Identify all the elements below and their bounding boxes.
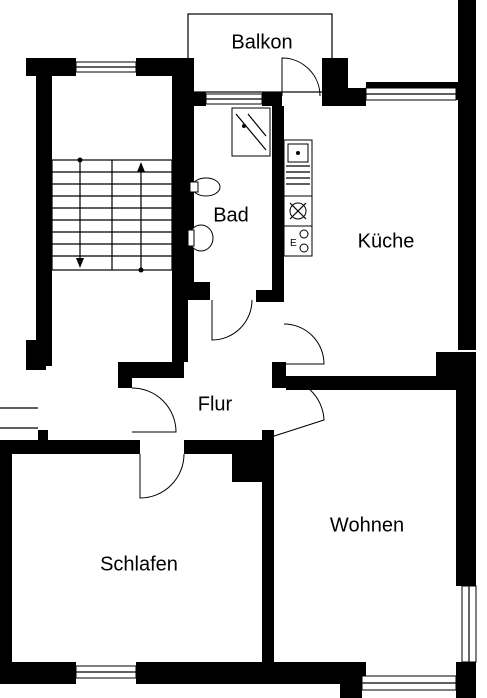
- living-room: [262, 390, 477, 698]
- kitchen: [283, 0, 476, 382]
- stove-marker: E: [290, 238, 297, 249]
- bathroom: [180, 106, 284, 341]
- hallway: [0, 323, 476, 444]
- room-label-wohnen: Wohnen: [329, 514, 405, 537]
- staircase: [26, 58, 188, 370]
- room-label-schlafen: Schlafen: [100, 553, 178, 576]
- balcony: [180, 13, 366, 118]
- room-label-kueche: Küche: [357, 230, 415, 253]
- bedroom: [0, 440, 366, 684]
- room-label-flur: Flur: [197, 393, 233, 416]
- stair-treads: [51, 157, 173, 273]
- room-label-balkon: Balkon: [231, 31, 293, 54]
- room-label-bad: Bad: [213, 204, 249, 227]
